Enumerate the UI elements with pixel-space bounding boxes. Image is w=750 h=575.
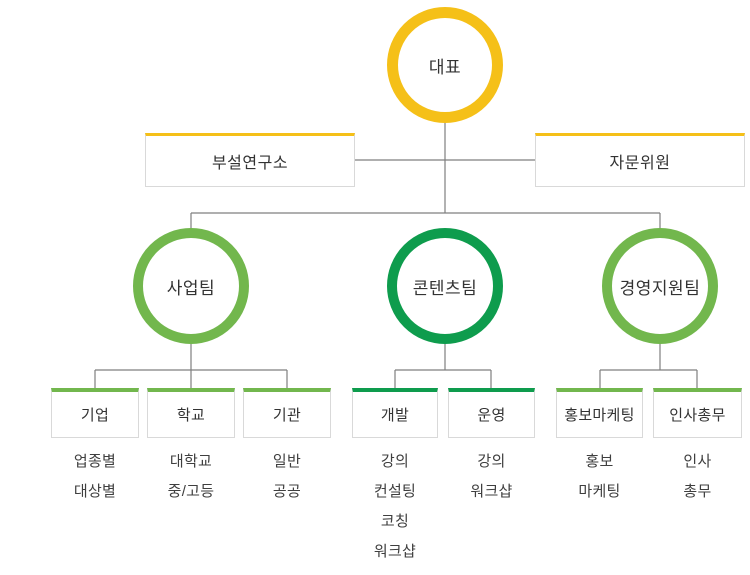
item-list-operation: 강의 워크샵 — [438, 447, 545, 507]
org-node-institution-label: 기관 — [272, 407, 302, 424]
org-node-operation: 운영 — [448, 388, 535, 438]
list-item: 강의 — [380, 453, 410, 470]
org-node-business-team-label: 사업팀 — [166, 278, 216, 298]
org-node-management-support-team: 경영지원팀 — [602, 228, 718, 344]
org-node-contents-team: 콘텐츠팀 — [387, 228, 503, 344]
item-list-institution: 일반 공공 — [233, 447, 341, 507]
list-item: 컨설팅 — [373, 483, 417, 500]
item-list-school: 대학교 중/고등 — [137, 447, 245, 507]
org-node-business-team: 사업팀 — [133, 228, 249, 344]
org-node-corporate-label: 기업 — [80, 407, 110, 424]
item-list-pr-marketing: 홍보 마케팅 — [546, 447, 653, 507]
list-item: 일반 — [272, 453, 302, 470]
list-item: 코칭 — [380, 513, 410, 530]
list-item: 홍보 — [585, 453, 614, 470]
org-node-school-label: 학교 — [176, 407, 206, 424]
org-node-institution: 기관 — [243, 388, 331, 438]
list-item: 워크샵 — [373, 543, 417, 560]
org-node-hr-general-affairs-label: 인사총무 — [669, 407, 726, 424]
org-node-management-support-team-label: 경영지원팀 — [619, 278, 701, 298]
org-node-pr-marketing-label: 홍보마케팅 — [564, 407, 635, 424]
item-list-development: 강의 컨설팅 코칭 워크샵 — [342, 447, 448, 567]
org-node-ceo-label: 대표 — [428, 57, 462, 77]
list-item: 중/고등 — [167, 483, 215, 500]
org-node-corporate: 기업 — [51, 388, 139, 438]
org-node-hr-general-affairs: 인사총무 — [653, 388, 742, 438]
list-item: 총무 — [683, 483, 712, 500]
list-item: 대학교 — [169, 453, 213, 470]
org-node-research-institute: 부설연구소 — [145, 133, 355, 187]
org-node-advisory-committee-label: 자문위원 — [609, 155, 671, 172]
org-node-development-label: 개발 — [380, 407, 410, 424]
list-item: 마케팅 — [578, 483, 621, 500]
list-item: 워크샵 — [470, 483, 513, 500]
item-list-corporate: 업종별 대상별 — [41, 447, 149, 507]
org-node-operation-label: 운영 — [477, 407, 506, 424]
org-node-school: 학교 — [147, 388, 235, 438]
list-item: 공공 — [272, 483, 302, 500]
org-node-development: 개발 — [352, 388, 438, 438]
org-node-ceo: 대표 — [387, 7, 503, 123]
org-node-research-institute-label: 부설연구소 — [211, 155, 289, 172]
org-node-contents-team-label: 콘텐츠팀 — [412, 278, 478, 298]
org-node-pr-marketing: 홍보마케팅 — [556, 388, 643, 438]
item-list-hr-general-affairs: 인사 총무 — [643, 447, 750, 507]
list-item: 업종별 — [73, 453, 117, 470]
list-item: 대상별 — [73, 483, 117, 500]
org-node-advisory-committee: 자문위원 — [535, 133, 745, 187]
list-item: 인사 — [683, 453, 712, 470]
list-item: 강의 — [477, 453, 506, 470]
